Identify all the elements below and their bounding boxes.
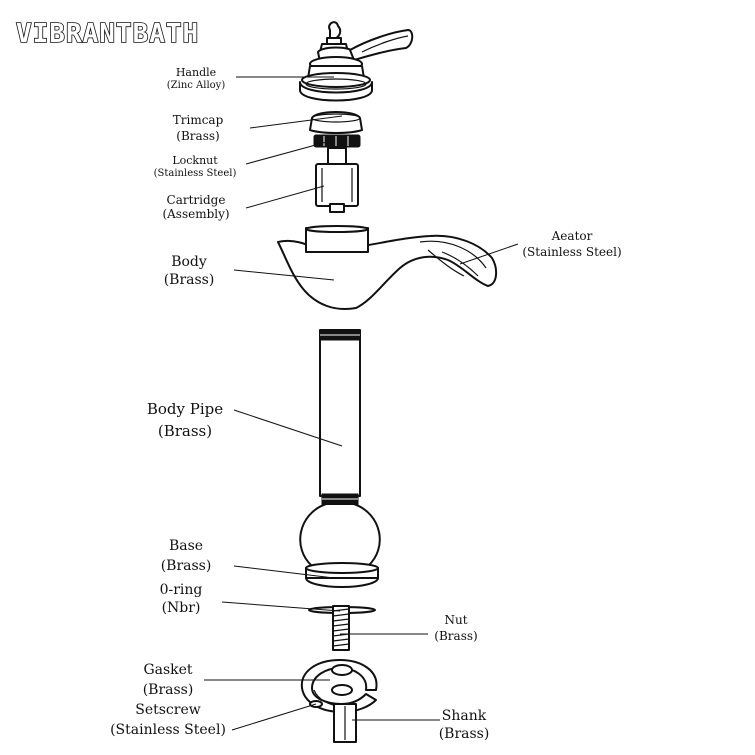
label-nut: Nut (Brass) [434,613,477,643]
label-body: Body (Brass) [164,254,215,288]
label-setscrew-name: Setscrew [135,702,201,718]
label-aerator-name: Aeator [551,229,593,243]
label-aerator-material: (Stainless Steel) [522,245,621,259]
label-nut-name: Nut [444,613,467,627]
trimcap-part [309,111,363,134]
label-shank-name: Shank [442,708,487,724]
label-body-pipe-material: (Brass) [158,422,212,440]
label-trimcap-name: Trimcap [173,113,224,127]
label-shank-material: (Brass) [439,726,490,742]
label-locknut-material: (Stainless Steel) [154,168,237,179]
label-oring-material: (Nbr) [162,600,201,616]
label-cartridge: Cartridge (Assembly) [162,193,229,221]
brand-logo: VIBRANTBATH [16,19,199,49]
label-cartridge-material: (Assembly) [162,207,229,221]
label-aerator: Aeator (Stainless Steel) [522,229,621,259]
label-shank: Shank (Brass) [439,708,490,742]
label-cartridge-name: Cartridge [167,193,226,207]
label-nut-material: (Brass) [434,629,477,643]
label-handle-name: Handle [176,66,216,79]
label-base: Base (Brass) [161,538,212,574]
label-trimcap-material: (Brass) [176,129,219,143]
body-part [277,225,498,310]
locknut-part [313,134,361,148]
label-locknut-name: Locknut [172,154,218,167]
label-locknut: Locknut (Stainless Steel) [154,154,237,179]
label-body-material: (Brass) [164,272,215,288]
label-gasket-name: Gasket [143,662,192,678]
label-body-name: Body [171,254,207,270]
label-body-pipe: Body Pipe (Brass) [147,400,223,440]
nut-part [332,605,350,651]
shank-part [333,703,357,743]
label-base-name: Base [169,538,203,554]
gasket-part [300,659,378,713]
label-body-pipe-name: Body Pipe [147,400,223,418]
label-setscrew-material: (Stainless Steel) [110,722,226,738]
label-handle-material: (Zinc Alloy) [167,80,226,91]
label-oring-name: 0-ring [160,582,203,598]
leader-lines [204,76,519,731]
label-oring: 0-ring (Nbr) [160,582,203,616]
label-gasket: Gasket (Brass) [143,662,194,698]
base-part [299,503,381,588]
label-trimcap: Trimcap (Brass) [173,113,224,143]
label-base-material: (Brass) [161,558,212,574]
label-gasket-material: (Brass) [143,682,194,698]
body-pipe-part [319,329,361,505]
label-handle: Handle (Zinc Alloy) [167,66,226,91]
label-setscrew: Setscrew (Stainless Steel) [110,702,226,738]
cartridge-part [315,147,359,213]
handle-part [299,21,414,102]
